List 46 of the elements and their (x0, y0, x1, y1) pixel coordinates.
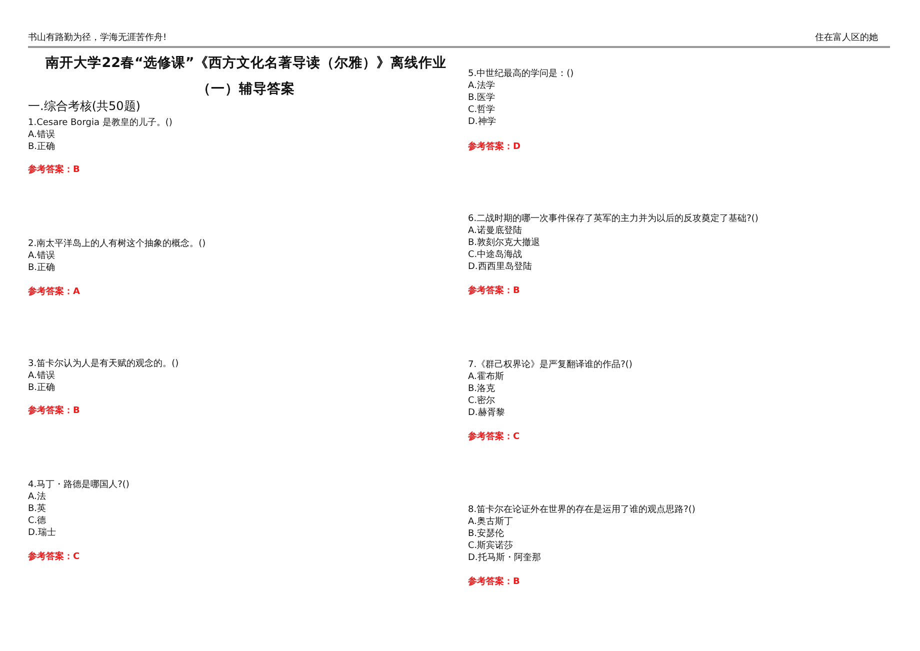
answer-option: A.错误 (28, 251, 55, 262)
reference-answer: 参考答案：B (468, 577, 520, 588)
answer-option: A.法学 (468, 81, 495, 92)
answer-option: A.错误 (28, 371, 55, 382)
answer-option: B.正确 (28, 263, 56, 274)
answer-option: A.错误 (28, 130, 55, 141)
question-text: 8.笛卡尔在论证外在世界的存在是运用了谁的观点思路?() (468, 505, 696, 516)
answer-option: B.正确 (28, 142, 56, 153)
reference-answer: 参考答案：C (28, 552, 80, 563)
answer-option: B.安瑟伦 (468, 529, 504, 540)
answer-option: B.正确 (28, 383, 56, 394)
question-text: 5.中世纪最高的学问是：() (468, 69, 574, 80)
answer-option: A.法 (28, 492, 46, 503)
reference-answer: 参考答案：D (468, 142, 520, 153)
header-text: 住在富人区的她 (815, 33, 878, 44)
question-text: 6.二战时期的哪一次事件保存了英军的主力并为以后的反攻奠定了基础?() (468, 214, 758, 225)
question-text: 7.《群己权界论》是严复翻译谁的作品?() (468, 360, 632, 371)
answer-option: C.中途岛海战 (468, 250, 522, 261)
document-title: 南开大学22春“选修课”《西方文化名著导读（尔雅）》离线作业（一）辅导答案 (44, 54, 448, 99)
reference-answer: 参考答案：A (28, 287, 80, 298)
header-text: 书山有路勤为径，学海无涯苦作舟! (28, 33, 167, 44)
question-text: 3.笛卡尔认为人是有天赋的观念的。() (28, 359, 179, 370)
answer-option: B.敦刻尔克大撤退 (468, 238, 540, 249)
answer-option: D.托马斯・阿奎那 (468, 553, 541, 564)
question-text: 2.南太平洋岛上的人有树这个抽象的概念。() (28, 239, 206, 250)
question-text: 4.马丁・路德是哪国人?() (28, 480, 130, 491)
answer-option: C.德 (28, 516, 46, 527)
answer-option: B.英 (28, 504, 46, 515)
answer-option: D.瑞士 (28, 528, 56, 539)
answer-option: B.洛克 (468, 384, 496, 395)
answer-option: A.霍布斯 (468, 372, 504, 383)
reference-answer: 参考答案：C (468, 432, 520, 443)
answer-option: C.哲学 (468, 105, 496, 116)
reference-answer: 参考答案：B (28, 165, 80, 176)
answer-option: A.诺曼底登陆 (468, 226, 522, 237)
question-text: 1.Cesare Borgia 是教皇的儿子。() (28, 118, 172, 129)
answer-option: A.奥古斯丁 (468, 517, 513, 528)
answer-option: C.斯宾诺莎 (468, 541, 514, 552)
answer-option: D.赫胥黎 (468, 408, 505, 419)
reference-answer: 参考答案：B (468, 286, 520, 297)
answer-option: D.神学 (468, 117, 496, 128)
section-heading: 一.综合考核(共50题) (28, 99, 140, 114)
answer-option: B.医学 (468, 93, 496, 104)
answer-option: C.密尔 (468, 396, 496, 407)
answer-option: D.西西里岛登陆 (468, 262, 532, 273)
reference-answer: 参考答案：B (28, 406, 80, 417)
